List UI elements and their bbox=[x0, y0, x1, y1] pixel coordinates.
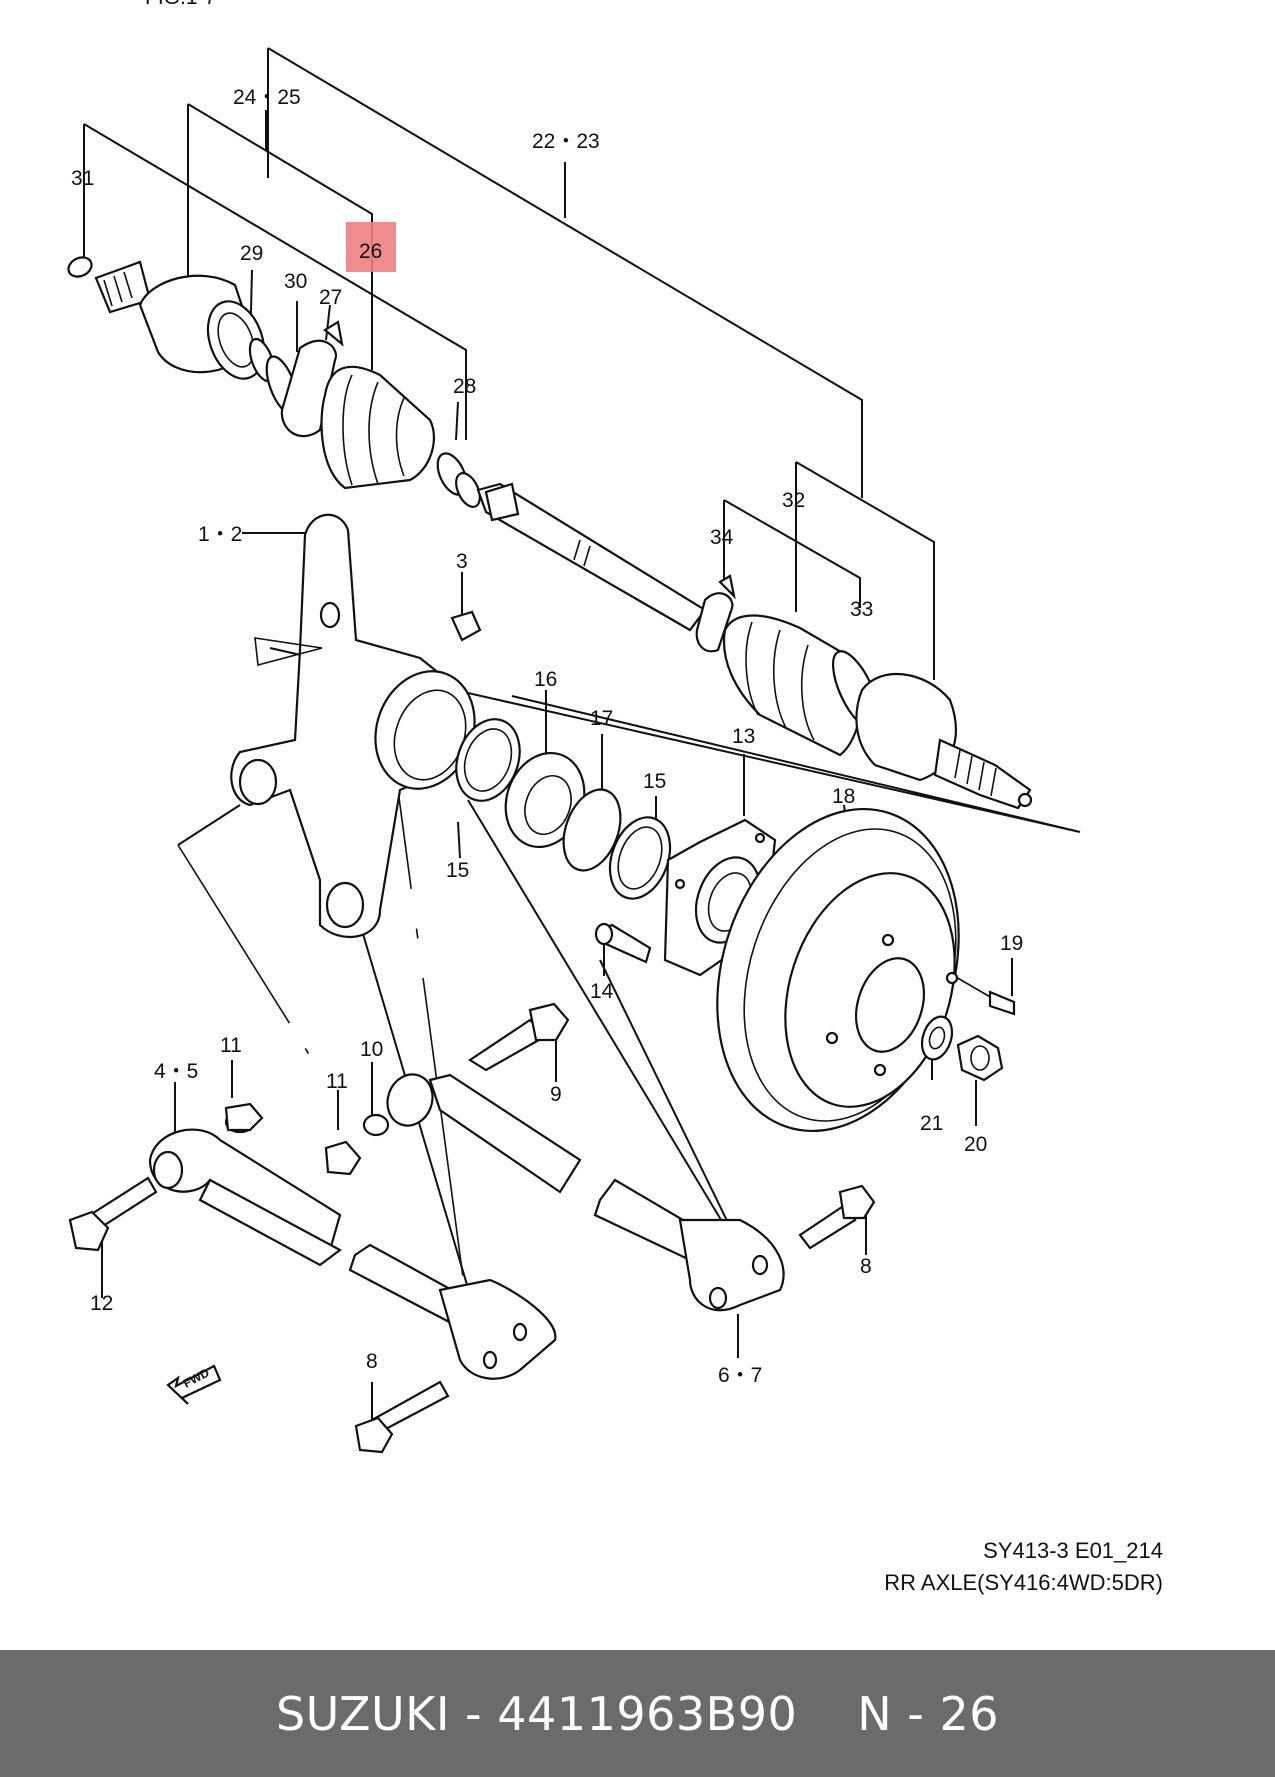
callout-18: 18 bbox=[832, 785, 855, 808]
callout-9: 9 bbox=[550, 1083, 562, 1106]
snap-ring-17 bbox=[562, 788, 622, 872]
footer-brand: SUZUKI bbox=[275, 1686, 450, 1741]
diagram-code-caption: SY413-3 E01_214 bbox=[983, 1538, 1163, 1563]
callout-30: 30 bbox=[284, 270, 307, 293]
nut-20 bbox=[956, 1034, 1004, 1082]
fwd-arrow-icon: FWD bbox=[166, 1364, 222, 1405]
brake-drum-18 bbox=[716, 808, 1016, 1132]
bolt-8-right bbox=[798, 1203, 857, 1250]
callout-27: 27 bbox=[319, 286, 342, 309]
callout-24-25: 24・25 bbox=[233, 86, 301, 109]
callout-33: 33 bbox=[850, 598, 873, 621]
seal-15-outer bbox=[608, 816, 672, 900]
cap-3 bbox=[450, 610, 482, 642]
callout-20: 20 bbox=[964, 1133, 987, 1156]
callout-29: 29 bbox=[240, 242, 263, 265]
exploded-parts-diagram: FIG.1-7 bbox=[67, 0, 1081, 1454]
drive-shaft-assembly bbox=[67, 256, 1033, 810]
callout-10: 10 bbox=[360, 1038, 383, 1061]
screw-19 bbox=[988, 990, 1016, 1016]
lateral-rod-4-5 bbox=[148, 1128, 342, 1252]
footer-dash: - bbox=[465, 1686, 483, 1741]
washer-21 bbox=[920, 1015, 954, 1061]
callout-28: 28 bbox=[453, 375, 476, 398]
callout-32: 32 bbox=[782, 489, 805, 512]
callout-3: 3 bbox=[456, 550, 468, 573]
diagram-title-caption: RR AXLE(SY416:4WD:5DR) bbox=[884, 1570, 1163, 1595]
callout-14: 14 bbox=[590, 980, 614, 1003]
part-footer-bar: SUZUKI - 4411963B90 N - 26 bbox=[0, 1650, 1275, 1777]
callout-8-right: 8 bbox=[860, 1255, 872, 1278]
suspension-arms bbox=[68, 1002, 876, 1454]
callout-13: 13 bbox=[732, 725, 755, 748]
drive-shaft bbox=[476, 482, 707, 632]
callout-1-2: 1・2 bbox=[198, 523, 242, 546]
callout-6-7: 6・7 bbox=[718, 1364, 762, 1387]
callout-11-left: 11 bbox=[326, 1070, 348, 1093]
callout-4-5: 4・5 bbox=[154, 1060, 198, 1083]
callout-17: 17 bbox=[590, 707, 613, 730]
callout-12: 12 bbox=[90, 1292, 113, 1315]
leader-lines bbox=[83, 47, 1081, 1420]
callout-11-right: 11 bbox=[220, 1034, 242, 1057]
callout-22-23: 22・23 bbox=[532, 130, 600, 153]
washer-10 bbox=[362, 1113, 390, 1137]
seal-15-inner bbox=[455, 718, 521, 802]
footer-position-ref: N - 26 bbox=[857, 1686, 1000, 1741]
snap-ring-31 bbox=[67, 256, 93, 278]
callout-31: 31 bbox=[71, 167, 94, 190]
callout-numbers: 24・25 22・23 31 29 26 30 27 28 1・2 3 32 3… bbox=[71, 86, 1023, 1387]
callout-19: 19 bbox=[1000, 932, 1023, 955]
callout-8-lower: 8 bbox=[366, 1350, 378, 1373]
callout-16: 16 bbox=[534, 668, 557, 691]
inboard-boot bbox=[320, 365, 435, 490]
callout-26: 26 bbox=[359, 240, 382, 263]
highlight-box-26 bbox=[346, 222, 396, 272]
figure-label: FIG.1-7 bbox=[145, 0, 216, 9]
callout-15-lower: 15 bbox=[446, 859, 469, 882]
knuckle bbox=[230, 513, 472, 939]
callout-21: 21 bbox=[920, 1112, 943, 1135]
callout-34: 34 bbox=[710, 526, 734, 549]
footer-part-number: 4411963B90 bbox=[497, 1686, 798, 1741]
nut-11-left bbox=[324, 1140, 362, 1176]
callout-15-upper: 15 bbox=[643, 770, 666, 793]
